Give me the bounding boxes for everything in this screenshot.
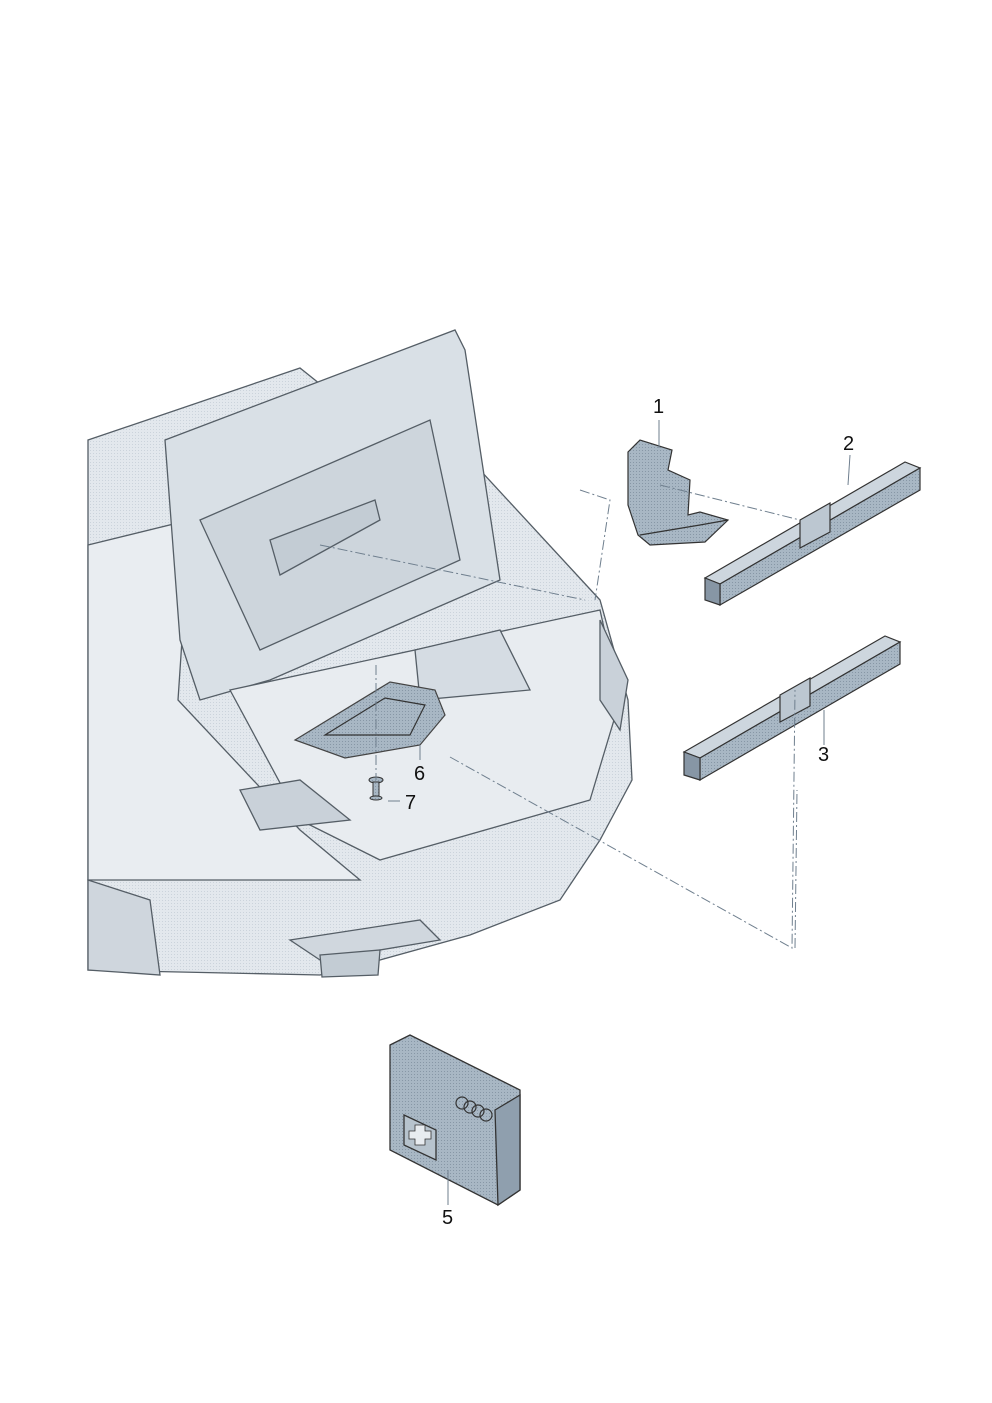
callout-3: 3	[818, 744, 830, 766]
floor-cover-part	[293, 681, 446, 759]
holder-part	[627, 439, 730, 546]
callout-1: 1	[653, 396, 665, 418]
callout-7: 7	[405, 792, 417, 814]
callout-2: 2	[843, 433, 855, 455]
callout-5: 5	[442, 1207, 454, 1229]
audi-rings-logo	[455, 1096, 493, 1122]
clip-part	[368, 776, 384, 801]
leader-lines	[319, 420, 851, 1205]
warning-triangle-box-part-2	[703, 461, 922, 607]
warning-triangle-box-part-3	[682, 635, 902, 782]
car-rear-illustration	[87, 329, 633, 978]
callout-6: 6	[414, 763, 426, 785]
first-aid-kit-part	[389, 1034, 521, 1207]
